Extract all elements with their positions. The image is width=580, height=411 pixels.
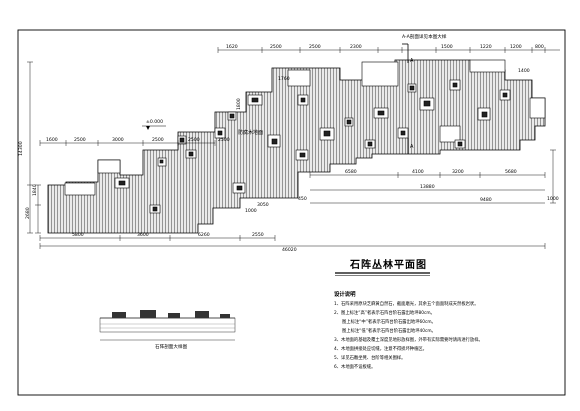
- dim-top: 2300: [350, 44, 362, 50]
- dim-right-edge: 1000: [547, 196, 559, 202]
- dim-mid-right: 3200: [452, 169, 464, 175]
- planter-void: [97, 159, 121, 174]
- dim-left-b: 1840: [32, 184, 38, 196]
- detail-caption: 石阵剖面大样图: [155, 343, 188, 350]
- dim-small: 1000: [245, 208, 257, 214]
- svg-text:A-A剖面详见本图大样: A-A剖面详见本图大样: [402, 33, 447, 40]
- dim-upper-left: 3000: [112, 137, 124, 143]
- dim-bottom-total: 46020: [282, 247, 297, 253]
- note-item: 3、木地面的基础及覆土深度见地形放样图，外带有实际需要时请再进行放样。: [334, 336, 483, 343]
- dim-mid-right: 6580: [345, 169, 357, 175]
- section-detail: 石阵剖面大样图: [99, 310, 236, 350]
- dim-upper-left: 2500: [152, 137, 164, 143]
- planter-void: [439, 125, 461, 143]
- dim-top: 1200: [510, 44, 522, 50]
- dim-right-total: 13880: [420, 184, 435, 190]
- dimension-lines: [27, 47, 560, 249]
- dim-upper-left: 2500: [218, 137, 230, 143]
- dim-left-a: 2680: [25, 207, 31, 219]
- dimension-texts: 1620 2500 2500 2300 1500 1220 1200 800 1…: [18, 44, 559, 253]
- dim-bottom: 2550: [252, 232, 264, 238]
- note-item: 6、木地面不设板缝。: [334, 363, 375, 370]
- dim-bottom: 5800: [72, 232, 84, 238]
- dim-top: 800: [535, 44, 544, 50]
- dim-bottom: 6260: [198, 232, 210, 238]
- dim-mid-right: 4100: [412, 169, 424, 175]
- svg-text:±0.000: ±0.000: [146, 119, 163, 125]
- dim-upper-left: 1600: [46, 137, 58, 143]
- planter-void: [529, 97, 546, 119]
- dim-small: 1800: [236, 98, 242, 110]
- dim-small: 1400: [518, 68, 530, 74]
- dim-top: 2500: [270, 44, 282, 50]
- dim-upper-left: 2500: [188, 137, 200, 143]
- dim-right-lower: 9480: [480, 197, 492, 203]
- dim-upper-left: 2500: [74, 137, 86, 143]
- elevation-marker: ±0.000: [142, 119, 166, 130]
- drawing-title-block: 石阵丛林平面图: [335, 258, 430, 276]
- dim-top: 1620: [226, 44, 238, 50]
- planter-void: [361, 61, 399, 87]
- dim-small: 1760: [278, 76, 290, 82]
- note-item: 图上标注“低”者表示石阵台阶石露出地坪40cm。: [342, 327, 436, 334]
- svg-text:A: A: [410, 144, 414, 150]
- sheet-border: [17, 29, 566, 396]
- dim-top: 1500: [441, 44, 453, 50]
- planter-void: [64, 182, 96, 196]
- design-notes: 设计说明 1、石阵采用原块芝麻黄自然石，截面磨光，其余五个面面制成天然板岩状。 …: [334, 290, 483, 370]
- notes-heading: 设计说明: [334, 290, 356, 298]
- deck-plan: 防腐木地面 ±0.000 A A-A剖面详见本图大样 A: [47, 33, 546, 234]
- drawing-title: 石阵丛林平面图: [349, 258, 427, 271]
- planter-void: [469, 59, 506, 73]
- svg-text:A: A: [410, 58, 414, 64]
- dim-left-total: 14300: [18, 141, 24, 156]
- dim-top: 2500: [309, 44, 321, 50]
- dim-small: 3050: [257, 202, 269, 208]
- dim-top: 1220: [480, 44, 492, 50]
- stone-cluster: [114, 79, 511, 214]
- planter-void: [287, 69, 311, 87]
- dim-small: 450: [298, 196, 307, 202]
- dim-bottom: 3600: [137, 232, 149, 238]
- note-item: 2、图上标注“高”者表示石阵台阶石露出地坪80cm。: [334, 309, 435, 316]
- dim-mid-right: 5680: [505, 169, 517, 175]
- note-item: 5、详见石雕坐凳、台阶等相关图样。: [334, 354, 405, 361]
- section-marker-a: A A-A剖面详见本图大样 A: [402, 33, 447, 154]
- note-item: 1、石阵采用原块芝麻黄自然石，截面磨光，其余五个面面制成天然板岩状。: [334, 300, 479, 307]
- note-item: 图上标注“中”者表示石阵台阶石露出地坪60cm。: [342, 318, 436, 325]
- deck-label: 防腐木地面: [238, 129, 263, 136]
- note-item: 4、木地面拼接处应切缝，注意不得损坏种植区。: [334, 345, 427, 352]
